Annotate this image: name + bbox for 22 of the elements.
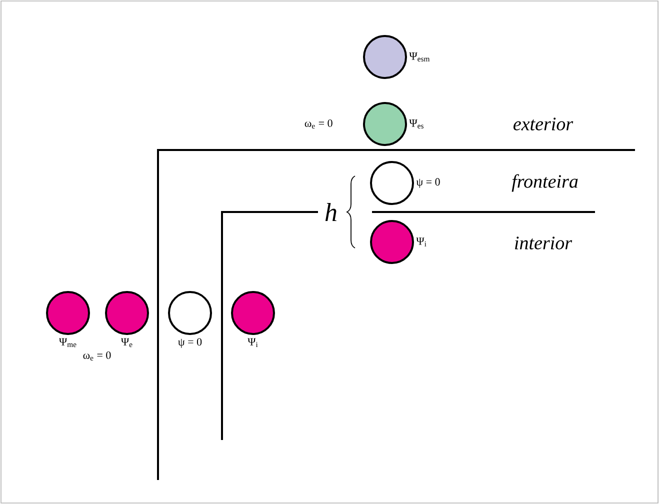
formula-label: ψ = 0 [178, 338, 202, 348]
formula-label: Ψ$_{e}$ [121, 338, 132, 348]
region-label: fronteira [512, 174, 578, 192]
formula-label: Ψ$_{me}$ [59, 338, 76, 348]
formula-label: ω$_{e}$ = 0 [83, 352, 111, 361]
formula-label: Ψ$_{i}$ [416, 238, 426, 246]
formula-label: ψ = 0 [416, 178, 440, 188]
particle-circle [370, 161, 414, 205]
particle-circle [231, 291, 275, 335]
region-label: interior [515, 236, 572, 250]
formula-label: Ψ$_{es}$ [409, 120, 424, 128]
particle-circle [370, 220, 414, 264]
particle-circle [105, 291, 149, 335]
particle-circle [363, 102, 407, 146]
particle-circle [363, 35, 407, 79]
formula-label: Ψ$_{i}$ [248, 338, 258, 348]
region-label: exterior [514, 118, 574, 130]
formula-label: ω$_{e}$ = 0 [304, 120, 332, 129]
height-label: h [325, 203, 336, 222]
formula-label: Ψ$_{esm}$ [409, 52, 430, 62]
particle-circle [46, 291, 90, 335]
particle-circle [168, 291, 212, 335]
